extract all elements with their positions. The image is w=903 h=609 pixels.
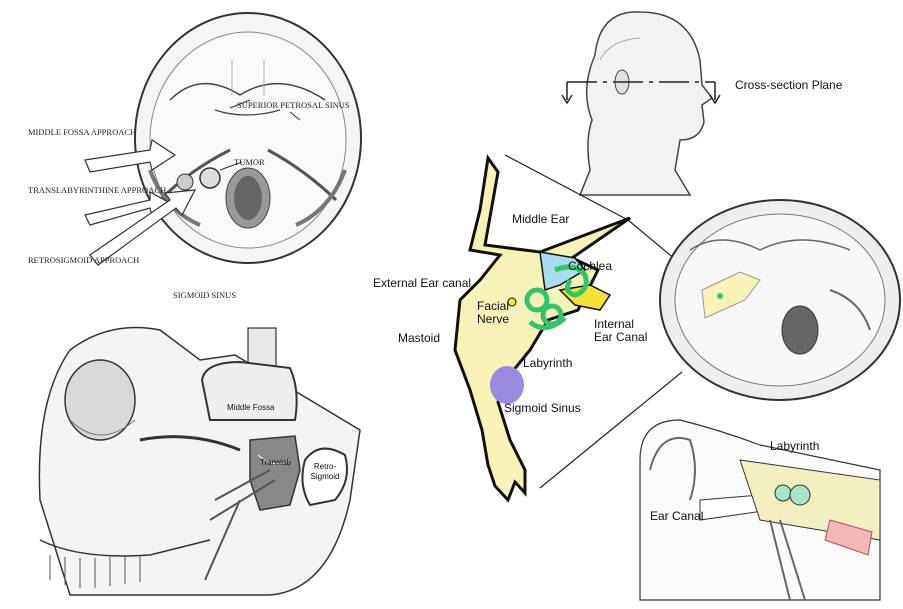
superior-petrosal-sinus-label: SUPERIOR PETROSAL SINUS	[237, 100, 350, 110]
sigmoid-sinus-region	[490, 366, 524, 404]
retrosigmoid-approach-label: RETROSIGMOID APPROACH	[28, 255, 140, 265]
skull-top-view	[84, 12, 362, 266]
tumor-label: TUMOR	[234, 157, 265, 167]
cross-section-plane-label: Cross-section Plane	[735, 78, 843, 92]
internal-ear-canal-label: Internal Ear Canal	[594, 317, 648, 344]
facial-nerve-dot	[507, 297, 517, 307]
middle-fossa-label: Middle Fossa	[227, 403, 275, 412]
sigmoid-sinus-center-label: Sigmoid Sinus	[504, 401, 581, 415]
mastoid-label: Mastoid	[398, 331, 441, 345]
cochlea-shape	[524, 264, 589, 331]
labyrinth-ear-label: Labyrinth	[770, 439, 820, 453]
translabyrinthine-approach-label: TRANSLABYRINTHINE APPROACH	[28, 185, 167, 195]
skull-base-view	[659, 199, 901, 401]
cochlea-label: Cochlea	[568, 259, 613, 273]
translab-label: Translab	[260, 458, 291, 467]
labyrinth-center-label: Labyrinth	[523, 356, 573, 370]
retro-sigmoid-label: Retro-Sigmoid	[310, 462, 340, 481]
external-ear-canal-label: External Ear canal	[373, 276, 472, 290]
head-profile	[561, 11, 721, 196]
temporal-bone-diagram	[453, 154, 631, 503]
sigmoid-sinus-top-label: SIGMOID SINUS	[173, 290, 237, 300]
skull-side-view	[38, 326, 361, 596]
ear-canal-label: Ear Canal	[650, 509, 704, 523]
middle-fossa-approach-label: MIDDLE FOSSA APPROACH	[28, 127, 137, 137]
middle-ear-region	[539, 251, 587, 291]
ear-anatomy	[639, 419, 881, 601]
facial-nerve-label: Facial Nerve	[476, 299, 509, 326]
middle-ear-label: Middle Ear	[512, 212, 570, 226]
